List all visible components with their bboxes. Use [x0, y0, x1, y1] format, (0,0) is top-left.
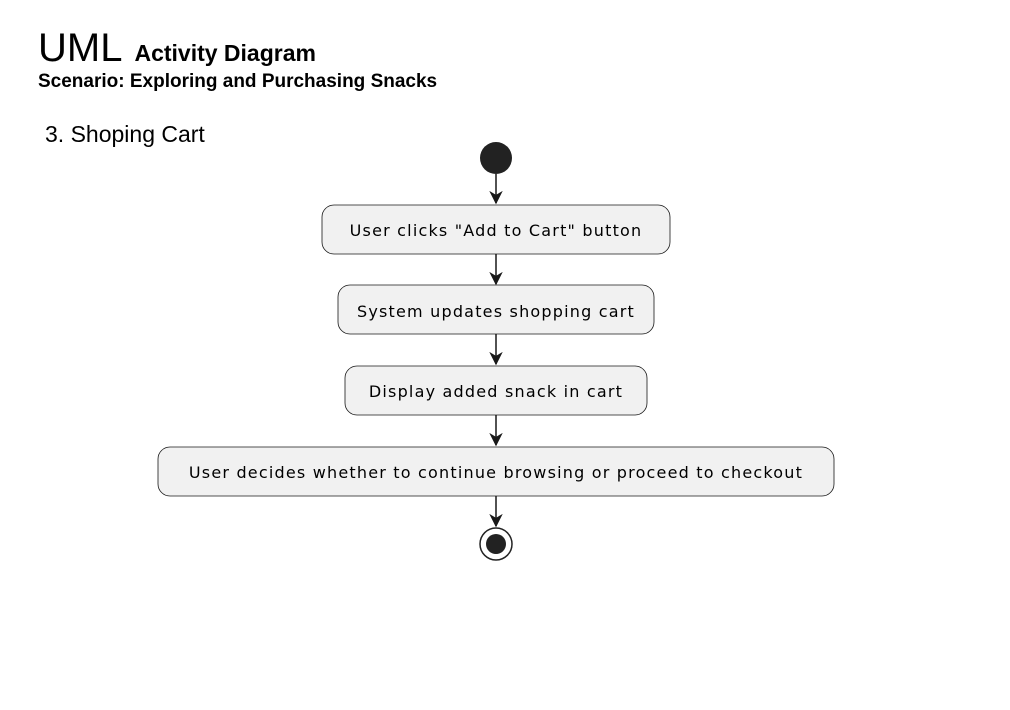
activity-box — [337, 284, 655, 335]
scenario-label: Scenario: Exploring and Purchasing Snack… — [38, 71, 438, 92]
end-node-dot — [486, 534, 506, 554]
section-label: 3. Shoping Cart — [45, 121, 205, 147]
activity-add-to-cart: User clicks "Add to Cart" button — [321, 204, 671, 255]
diagram-title: UML — [38, 26, 123, 70]
activity-label: System updates shopping cart — [357, 302, 635, 321]
activity-display-snack: Display added snack in cart — [344, 365, 648, 416]
start-node — [480, 142, 512, 174]
end-node — [479, 527, 513, 561]
activity-box — [321, 204, 671, 255]
activity-label: User decides whether to continue browsin… — [189, 463, 803, 482]
activity-box — [344, 365, 648, 416]
diagram-subtitle: Activity Diagram — [134, 40, 316, 66]
activity-label: Display added snack in cart — [369, 382, 623, 401]
activity-update-cart: System updates shopping cart — [337, 284, 655, 335]
title-line: UML Activity Diagram — [38, 28, 316, 68]
activity-box — [157, 446, 835, 497]
diagram-header: UML Activity Diagram — [38, 28, 316, 68]
activity-label: User clicks "Add to Cart" button — [350, 221, 643, 240]
activity-decide-next-step: User decides whether to continue browsin… — [157, 446, 835, 497]
